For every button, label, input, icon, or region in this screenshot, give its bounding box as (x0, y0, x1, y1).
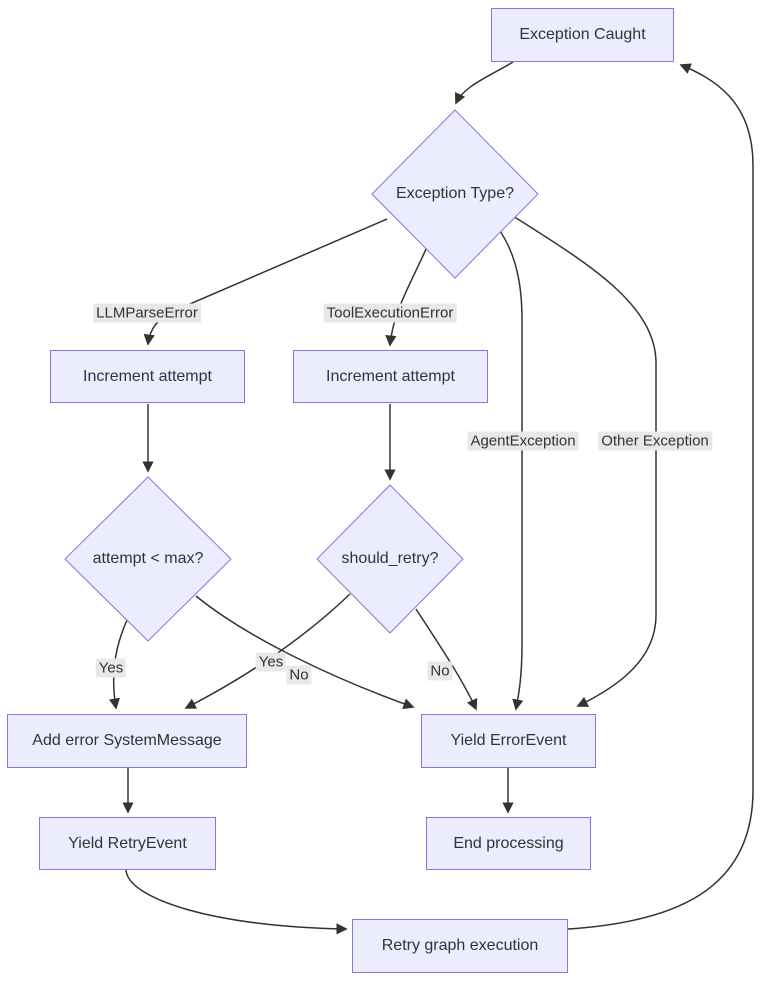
edge-yield-retry-to-retry-graph (125, 869, 348, 935)
node-should-retry-diamond (316, 484, 464, 634)
node-yield-errorevent: Yield ErrorEvent (421, 714, 596, 768)
edge-retry-graph-to-exception-caught (567, 63, 754, 930)
edge-should-retry-no-to-yield-error (415, 608, 478, 711)
edge-exception-type-to-yield-error-otherexception (512, 215, 657, 707)
edge-exception-caught-to-exception-type (454, 61, 514, 105)
edge-label-should-retry-no: No (427, 661, 453, 681)
edge-exception-type-to-increment-attempt-tool (385, 248, 427, 347)
edge-should-retry-yes-to-add-error (184, 593, 351, 709)
node-attempt-max-label: attempt < max? (92, 550, 204, 567)
node-attempt-max-diamond (64, 476, 232, 642)
edge-label-toolexecutionerror: ToolExecutionError (323, 303, 457, 323)
node-end-processing: End processing (426, 817, 591, 870)
node-should-retry-label: should_retry? (341, 550, 439, 567)
edge-label-should-retry-yes: Yes (255, 652, 287, 672)
node-exception-caught: Exception Caught (491, 8, 674, 62)
node-retry-graph-execution: Retry graph execution (352, 919, 568, 973)
edge-label-llmparseerror: LLMParseError (93, 303, 201, 323)
node-yield-retryevent: Yield RetryEvent (39, 817, 216, 870)
node-exception-type-diamond (371, 109, 539, 279)
edge-exception-type-to-increment-attempt-llm (143, 218, 388, 346)
edge-label-agentexception: AgentException (467, 431, 579, 451)
edge-label-otherexception: Other Exception (598, 431, 712, 451)
edge-label-attempt-max-no: No (286, 665, 312, 685)
edge-attempt-max-no-to-yield-error (195, 595, 415, 710)
edge-exception-type-to-yield-error-agentexception (499, 230, 524, 711)
node-increment-attempt-tool: Increment attempt (293, 350, 488, 403)
node-exception-type-label: Exception Type? (395, 185, 515, 202)
node-add-error-systemmessage: Add error SystemMessage (7, 714, 247, 768)
edge-label-attempt-max-yes: Yes (95, 658, 127, 678)
node-increment-attempt-llm: Increment attempt (50, 350, 245, 403)
